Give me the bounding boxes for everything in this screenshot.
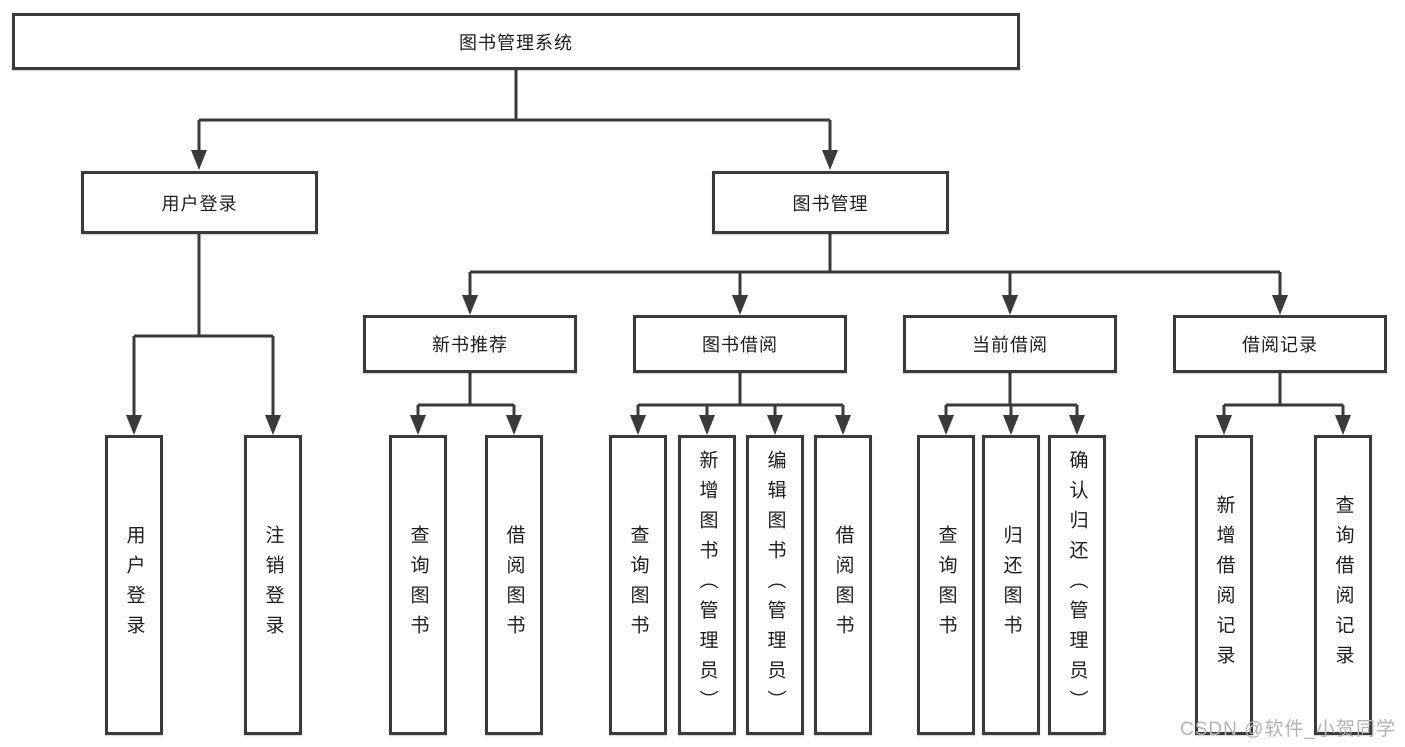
leaf-nbr-query-book: 查询图书 (389, 435, 447, 735)
leaf-bb-edit-book: 编辑图书（管理员） (746, 435, 804, 735)
leaf-br-query-record: 查询借阅记录 (1314, 435, 1372, 735)
node-current-borrow: 当前借阅 (903, 315, 1117, 373)
tree-edges (132, 69, 1345, 418)
leaf-cb-return-book: 归还图书 (982, 435, 1040, 735)
node-book-borrow: 图书借阅 (633, 315, 847, 373)
leaf-cb-query-book: 查询图书 (917, 435, 975, 735)
leaf-bb-add-book: 新增图书（管理员） (678, 435, 736, 735)
leaf-user-login: 用户登录 (105, 435, 163, 735)
leaf-cb-confirm-return: 确认归还（管理员） (1048, 435, 1106, 735)
csdn-watermark: CSDN @软件_小贺同学 (1180, 719, 1396, 740)
node-book-mgmt: 图书管理 (712, 171, 949, 234)
node-root: 图书管理系统 (12, 13, 1020, 70)
leaf-bb-borrow-book: 借阅图书 (814, 435, 872, 735)
node-user-login: 用户登录 (81, 171, 318, 234)
node-borrow-records: 借阅记录 (1173, 315, 1387, 373)
leaf-nbr-borrow-book: 借阅图书 (485, 435, 543, 735)
leaf-logout: 注销登录 (244, 435, 302, 735)
leaf-bb-query-book: 查询图书 (609, 435, 667, 735)
leaf-br-add-record: 新增借阅记录 (1195, 435, 1253, 735)
node-new-book-rec: 新书推荐 (363, 315, 577, 373)
